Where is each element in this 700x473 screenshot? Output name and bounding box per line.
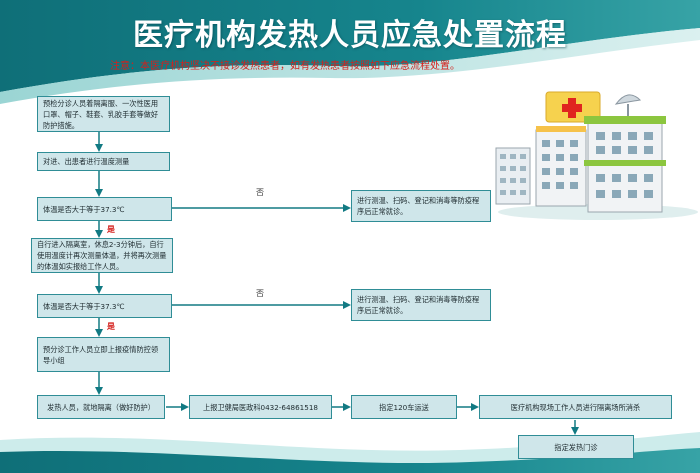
- page-title: 医疗机构发热人员应急处置流程: [133, 18, 567, 53]
- step-isolation-room: 自行进入隔离室，休息2-3分钟后，自行使用温度计再次测量体温，并将再次测量的体温…: [31, 238, 173, 273]
- label-yes-1: 是: [107, 225, 115, 234]
- red-cross-icon: [545, 91, 601, 123]
- decision-temperature-1: 体温是否大于等于37.3℃: [37, 197, 172, 221]
- label-yes-2: 是: [107, 322, 115, 331]
- step-site-disinfection: 医疗机构现场工作人员进行隔离场所消杀: [479, 395, 672, 419]
- step-normal-visit-2: 进行测温、扫码、登记和消毒等防疫程序后正常就诊。: [351, 289, 491, 321]
- label-no-2: 否: [256, 289, 264, 298]
- step-precheck: 预检分诊人员着隔离服、一次性医用口罩、帽子、鞋套、乳胶手套等做好防护措施。: [37, 96, 170, 132]
- step-measure: 对进、出患者进行温度测量: [37, 152, 170, 171]
- satellite-dish-icon: [614, 94, 642, 116]
- decision-temperature-2: 体温是否大于等于37.3℃: [37, 294, 172, 318]
- step-report-leaders: 预分诊工作人员立即上报疫情防控领导小组: [37, 337, 170, 372]
- notice-text: 注意：本医疗机构坚决不接诊发热患者，如有发热患者按照如下应急流程处置。: [110, 61, 460, 72]
- label-no-1: 否: [256, 188, 264, 197]
- hospital-illustration: [495, 91, 698, 220]
- step-fever-isolation: 发热人员，就地隔离（做好防护）: [37, 395, 165, 419]
- step-report-health-bureau: 上报卫健局医政科0432-64861518: [189, 395, 332, 419]
- step-designated-fever-clinic: 指定发热门诊: [518, 435, 634, 459]
- step-ambulance-transfer: 指定120车运送: [351, 395, 457, 419]
- step-normal-visit-1: 进行测温、扫码、登记和消毒等防疫程序后正常就诊。: [351, 190, 491, 222]
